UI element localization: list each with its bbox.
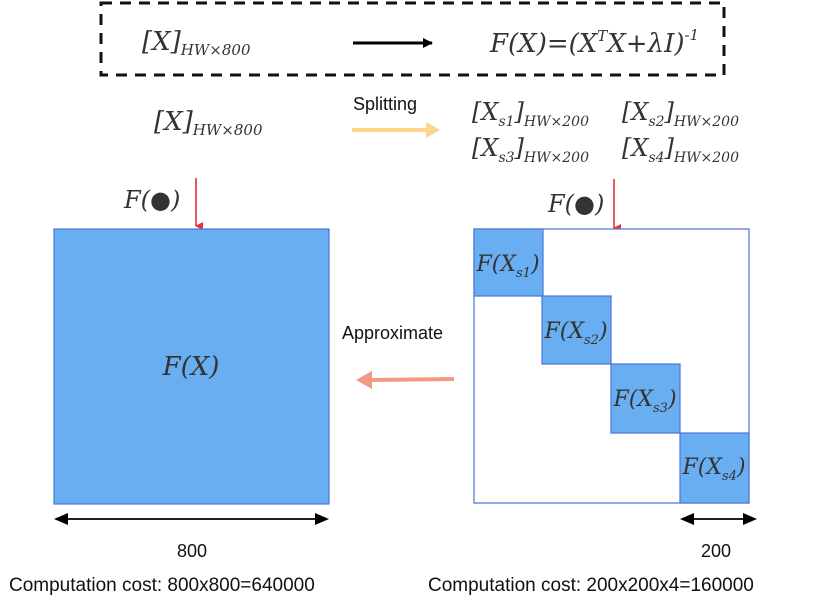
width-arrow-right-head-b bbox=[743, 513, 757, 525]
operator-label-left: F(●) bbox=[123, 186, 180, 214]
block-label-s3: [Xs3]HW×200 bbox=[472, 134, 589, 166]
diag-block-s4 bbox=[679, 432, 750, 504]
diag-block-s2 bbox=[541, 295, 612, 365]
full-matrix-label: F(X) bbox=[162, 352, 220, 382]
width-label-200: 200 bbox=[701, 541, 731, 561]
width-label-800: 800 bbox=[177, 541, 207, 561]
width-arrow-left-head-b bbox=[315, 513, 329, 525]
full-matrix bbox=[53, 228, 330, 505]
approximate-label: Approximate bbox=[342, 323, 443, 343]
width-arrow-left-head-a bbox=[54, 513, 68, 525]
operator-label-right: F(●) bbox=[547, 190, 604, 218]
approximate-arrow bbox=[369, 377, 455, 382]
formula-input: [X]HW×800 bbox=[142, 27, 251, 59]
block-label-s1: [Xs1]HW×200 bbox=[472, 98, 589, 130]
block-label-s2: [Xs2]HW×200 bbox=[622, 98, 739, 130]
splitting-arrow-head bbox=[426, 122, 440, 138]
approximate-arrow-head bbox=[356, 371, 372, 389]
formula-function: F(X)=(XTX+λI)-1 bbox=[489, 26, 699, 59]
diag-label-s4: F(Xs4) bbox=[681, 455, 745, 484]
split-input: [X]HW×800 bbox=[154, 107, 263, 139]
diag-block-s3 bbox=[610, 363, 681, 434]
splitting-label: Splitting bbox=[353, 94, 417, 114]
cost-right: Computation cost: 200x200x4=160000 bbox=[428, 575, 754, 596]
width-arrow-right-head-a bbox=[680, 513, 694, 525]
formula-box bbox=[99, 1, 726, 77]
diag-label-s2: F(Xs2) bbox=[543, 319, 607, 348]
diag-label-s1: F(Xs1) bbox=[475, 252, 539, 281]
block-label-s4: [Xs4]HW×200 bbox=[622, 134, 739, 166]
diag-label-s3: F(Xs3) bbox=[612, 387, 676, 416]
cost-left: Computation cost: 800x800=640000 bbox=[9, 575, 315, 596]
diag-block-s1 bbox=[473, 228, 544, 297]
